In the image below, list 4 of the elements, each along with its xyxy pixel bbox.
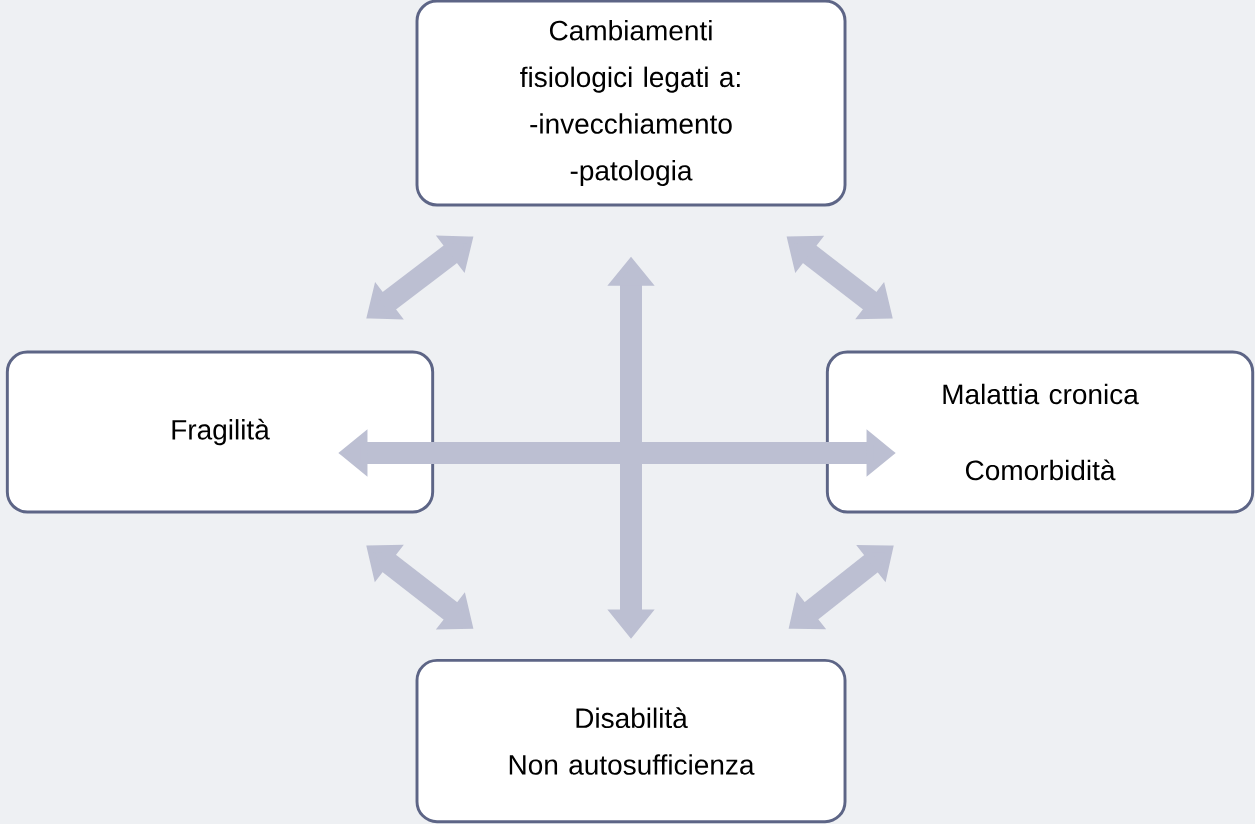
process-box: Fragilità <box>5 350 435 514</box>
process-box: Disabilità Non autosufficienza <box>415 658 847 824</box>
process-box: Malattia cronica Comorbidità <box>825 350 1255 514</box>
process-box: Cambiamenti fisiologici legati a: -invecchiamento -patologia <box>415 0 847 207</box>
